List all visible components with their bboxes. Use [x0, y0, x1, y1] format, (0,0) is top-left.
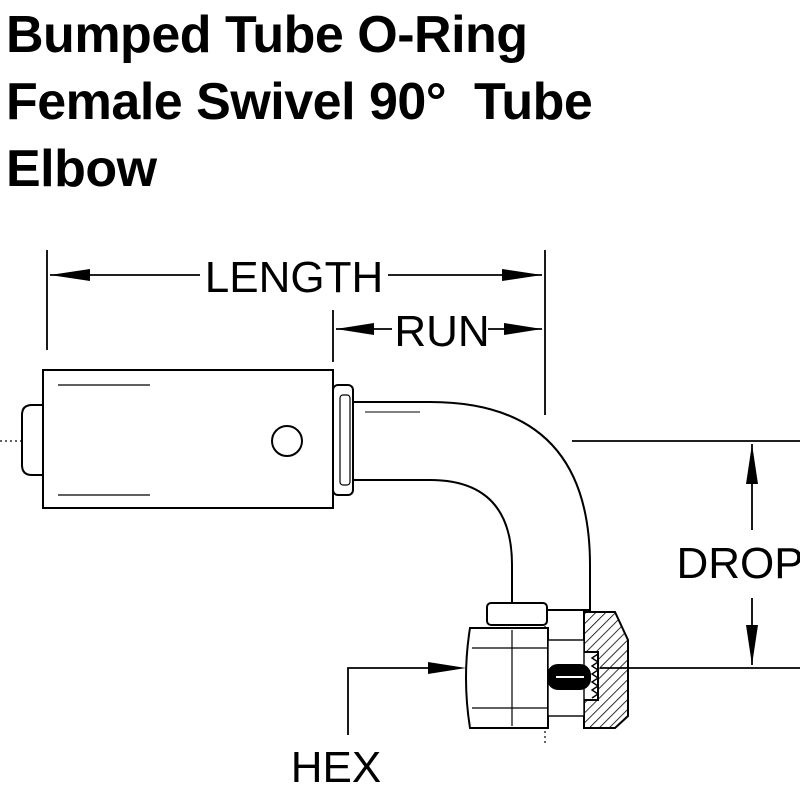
length-dimension: LENGTH — [46, 250, 546, 415]
tube-bump — [486, 602, 548, 626]
inspection-hole — [271, 425, 303, 457]
nipple-end — [21, 404, 43, 476]
socket-ferrule — [42, 369, 334, 509]
length-arrow-right — [502, 269, 542, 281]
drop-arrow-down — [746, 625, 758, 665]
hex-leader-line — [347, 667, 440, 735]
title-line-3: Elbow — [6, 140, 157, 198]
hex-label: HEX — [291, 743, 381, 792]
hex-arrow — [428, 662, 466, 674]
length-label: LENGTH — [205, 253, 383, 302]
collar-band-inner — [339, 394, 351, 486]
run-dimension: RUN — [332, 307, 542, 362]
nut-threads — [590, 653, 600, 699]
nut-section — [583, 611, 629, 729]
fitting-body — [21, 369, 629, 729]
hex-dimension: HEX — [291, 662, 466, 792]
title-line-1: Bumped Tube O-Ring — [6, 6, 528, 64]
run-arrow-right — [504, 323, 542, 335]
run-arrow-left — [336, 323, 374, 335]
run-label: RUN — [394, 307, 489, 356]
diagram-title: Bumped Tube O-Ring Female Swivel 90° Tub… — [6, 2, 796, 203]
title-line-2: Female Swivel 90° Tube — [6, 73, 593, 131]
hex-nut — [465, 627, 549, 729]
length-arrow-left — [50, 269, 90, 281]
drop-label: DROP — [676, 539, 800, 588]
drop-arrow-up — [746, 444, 758, 484]
drop-dimension: DROP — [572, 440, 800, 669]
elbow-tube — [352, 401, 591, 611]
